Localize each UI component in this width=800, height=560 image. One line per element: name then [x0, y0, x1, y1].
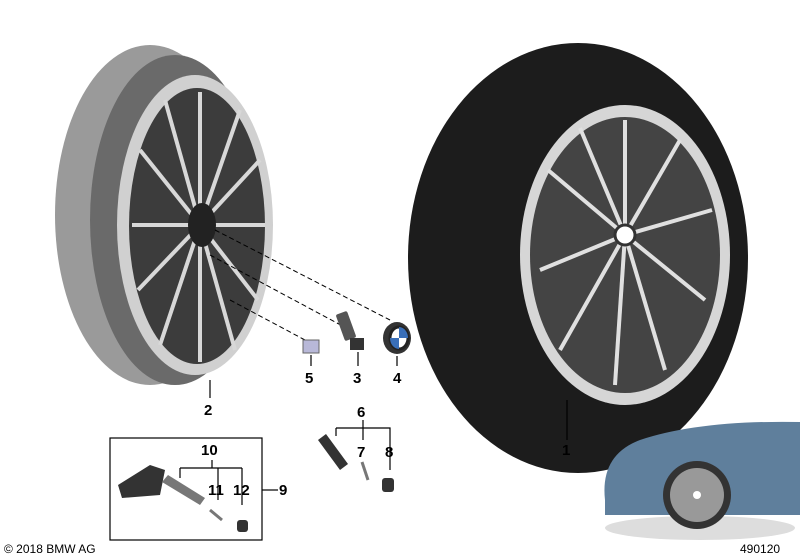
diagram-number: 490120	[740, 542, 781, 556]
callout-8: 8	[385, 444, 394, 461]
m-badge	[302, 339, 320, 354]
callout-11: 11	[208, 482, 224, 499]
tpms-sensor	[118, 465, 248, 532]
center-cap	[383, 322, 411, 354]
callout-1: 1	[562, 442, 571, 459]
valve-parts	[318, 434, 394, 492]
callout-7: 7	[357, 444, 366, 461]
assembly-lines	[209, 229, 391, 341]
wheel-bolt	[336, 311, 364, 350]
callout-5: 5	[305, 370, 314, 387]
callout-3: 3	[353, 370, 362, 387]
leader-lines	[109, 352, 568, 541]
alloy-rim	[55, 45, 273, 385]
callout-10: 10	[201, 442, 218, 459]
callout-6: 6	[357, 404, 366, 421]
vehicle-thumbnail	[604, 421, 800, 540]
callout-2: 2	[204, 402, 213, 419]
callout-12: 12	[233, 482, 250, 499]
callout-4: 4	[393, 370, 402, 387]
copyright: © 2018 BMW AG	[4, 542, 96, 556]
complete-wheel	[408, 43, 748, 473]
callout-9: 9	[279, 482, 288, 499]
